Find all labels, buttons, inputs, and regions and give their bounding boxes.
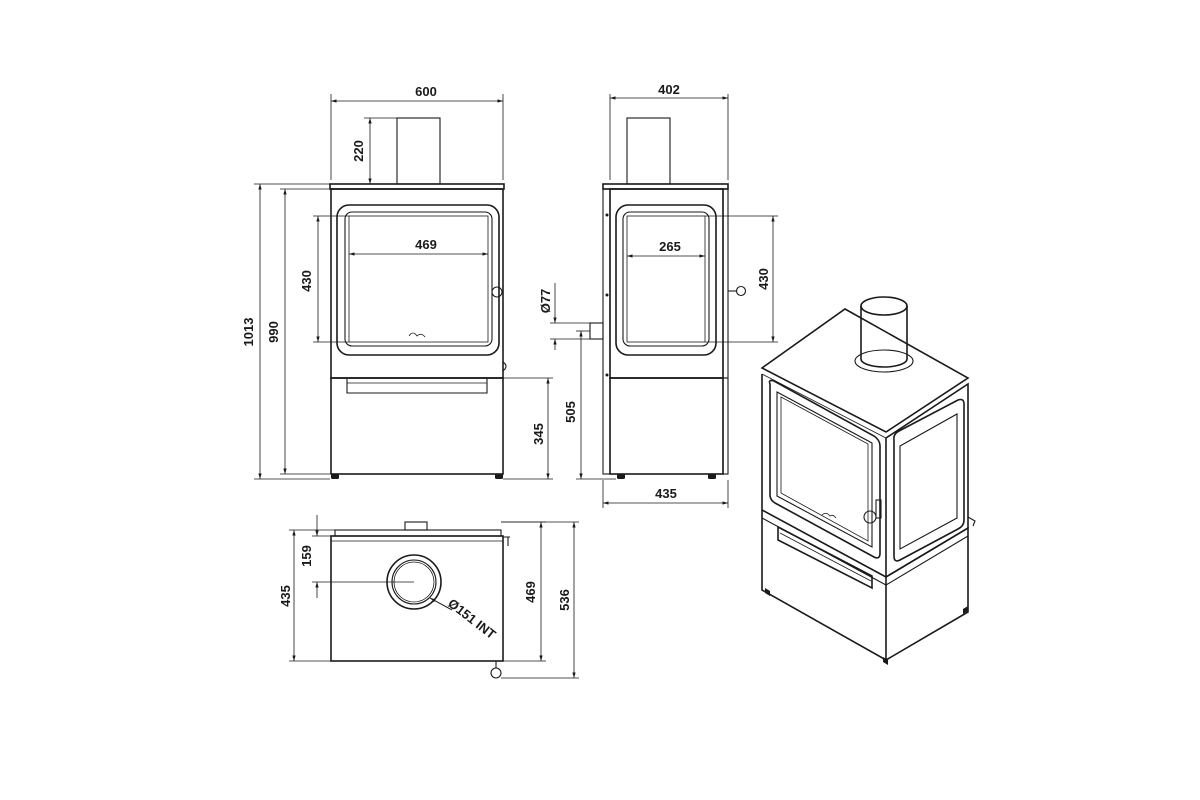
dim-top-body-depth: 435	[278, 585, 293, 607]
side-base	[609, 377, 724, 475]
front-body	[330, 188, 504, 379]
brand-logo	[408, 332, 426, 338]
top-flue-stub	[404, 521, 428, 531]
front-door-frame	[336, 204, 500, 356]
top-door-handle	[490, 667, 502, 679]
side-door-handle	[735, 285, 747, 297]
dim-body-height: 990	[266, 321, 281, 343]
dim-base-height: 345	[531, 423, 546, 445]
side-foot-rear	[617, 474, 625, 479]
side-glass	[626, 215, 706, 343]
top-rear-lip	[334, 529, 502, 537]
dim-side-glass-width: 265	[659, 239, 681, 254]
dim-flue-offset: 159	[299, 545, 314, 567]
side-rear-panel	[602, 188, 611, 475]
front-flue-pipe	[396, 117, 441, 185]
iso-front-glass	[776, 391, 873, 548]
front-door-inner	[344, 211, 493, 347]
side-flue-pipe	[626, 117, 671, 185]
side-foot-front	[708, 474, 716, 479]
iso-side-face	[885, 382, 969, 578]
front-base	[330, 377, 504, 475]
air-inlet-pipe	[589, 322, 604, 340]
top-knob	[503, 536, 510, 546]
iso-front-door	[768, 379, 881, 559]
iso-base-front	[761, 510, 887, 662]
dim-depth-with-door: 469	[523, 581, 538, 603]
dim-depth-with-handle: 536	[557, 589, 572, 611]
side-view: 402 265 430 Ø77 505 435	[538, 82, 778, 508]
side-window-frame	[615, 204, 717, 356]
iso-brand-logo	[821, 512, 837, 519]
front-door-handle	[491, 286, 503, 298]
dim-side-glass-height: 430	[756, 268, 771, 290]
iso-ash-pan	[777, 525, 873, 590]
iso-door-handle	[863, 510, 877, 524]
iso-flue-collar	[854, 349, 914, 373]
isometric-view	[760, 296, 976, 665]
iso-flue-top	[860, 296, 908, 316]
iso-side-window	[893, 398, 965, 562]
dim-inlet-height: 505	[563, 401, 578, 423]
iso-side-handle	[967, 516, 976, 527]
top-body	[330, 535, 504, 662]
ash-pan-lip	[346, 378, 488, 394]
dim-front-glass-width: 469	[415, 237, 437, 252]
iso-side-glass	[899, 413, 958, 550]
dim-inlet-diameter: Ø77	[538, 289, 553, 314]
iso-foot	[883, 657, 888, 665]
dim-front-glass-height: 430	[299, 270, 314, 292]
iso-front-face	[761, 374, 887, 579]
dim-flue-diameter: Ø151 INT	[445, 596, 499, 643]
front-view: 600 220 469 430 1013 990 345	[241, 84, 553, 480]
dim-front-width: 600	[415, 84, 437, 99]
dim-side-total-depth: 435	[655, 486, 677, 501]
front-foot-left	[331, 474, 339, 479]
top-view: 159 435 Ø151 INT 469 536	[278, 515, 579, 679]
dim-total-height: 1013	[241, 318, 256, 347]
front-glass	[348, 215, 489, 343]
iso-top-surface	[760, 308, 970, 433]
iso-flue-pipe	[860, 306, 908, 368]
iso-base-side	[885, 526, 969, 661]
air-control-knob	[502, 361, 507, 372]
front-foot-right	[495, 474, 503, 479]
dim-flue-height: 220	[351, 140, 366, 162]
dim-side-depth: 402	[658, 82, 680, 97]
